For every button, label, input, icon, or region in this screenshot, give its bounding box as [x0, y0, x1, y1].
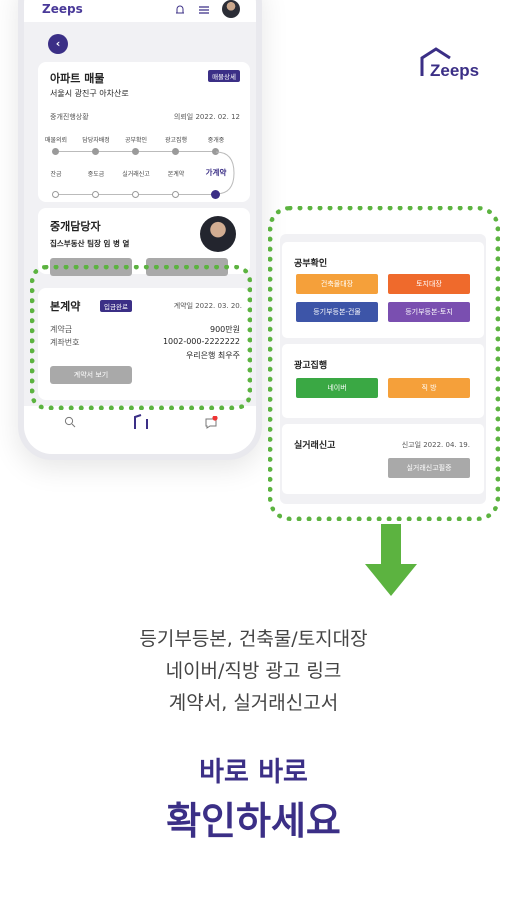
- step-label: 공부확인: [124, 137, 148, 144]
- step-dot: [172, 191, 179, 198]
- highlight-frame-panel: [268, 206, 500, 521]
- caption-line: 계약서, 실거래신고서: [168, 692, 339, 714]
- highlight-frame-phone: [30, 265, 252, 410]
- contract-title: 본계약: [50, 300, 81, 313]
- step-label: 실거래신고: [122, 171, 150, 178]
- report-card: 실거래신고 신고일 2022. 04. 19. 실거래신고필증: [282, 424, 484, 494]
- step-label: 중도금: [87, 171, 105, 178]
- building-register-button[interactable]: 건축물대장: [296, 274, 378, 294]
- ad-title: 광고집행: [294, 361, 328, 371]
- step-label: 매물의뢰: [44, 137, 68, 144]
- step-dot: [92, 191, 99, 198]
- agent-photo: [200, 216, 236, 252]
- agent-title: 중개담당자: [50, 220, 101, 233]
- report-certificate-button[interactable]: 실거래신고필증: [388, 458, 470, 478]
- step-dot: [52, 191, 59, 198]
- avatar[interactable]: [222, 0, 240, 18]
- home-icon[interactable]: [132, 414, 150, 430]
- step-dot: [92, 148, 99, 155]
- active-step-dot: [211, 190, 220, 199]
- contract-card: 본계약 입금완료 계약일 2022. 03. 20. 계약금 900만원 계좌번…: [38, 288, 250, 400]
- headline-main: 확인하세요: [166, 799, 341, 843]
- headline-top: 바로 바로: [199, 757, 308, 788]
- bottom-nav: [24, 406, 256, 454]
- doc-check-card: 공부확인 건축물대장 토지대장 등기부등본-건물 등기부등본-토지: [282, 242, 484, 338]
- chevron-left-icon: ‹: [55, 37, 61, 50]
- land-register-button[interactable]: 토지대장: [388, 274, 470, 294]
- deposit-value: 900만원: [210, 325, 240, 334]
- step-label: 중개중: [207, 137, 225, 144]
- bank-value: 우리은행 최우주: [185, 351, 240, 360]
- step-dot: [132, 148, 139, 155]
- zigbang-button[interactable]: 직 방: [388, 378, 470, 398]
- agent-name: 집스부동산 팀장 임 병 열: [50, 239, 130, 248]
- app-logo: Zeeps: [42, 2, 83, 16]
- registry-land-button[interactable]: 등기부등본-토지: [388, 302, 470, 322]
- registry-building-button[interactable]: 등기부등본-건물: [296, 302, 378, 322]
- phone-mockup: Zeeps ‹ 아파트 매물 매물상세 서울시 광진구 아차산로 중개진행상황 …: [18, 0, 262, 460]
- step-label: 잔금: [50, 171, 62, 178]
- property-card: 아파트 매물 매물상세 서울시 광진구 아차산로 중개진행상황 의뢰일 2022…: [38, 62, 250, 202]
- step-label: 담당자배정: [82, 137, 110, 144]
- property-title: 아파트 매물: [50, 72, 105, 85]
- zeeps-logo: Zeeps: [420, 47, 479, 80]
- step-dot: [172, 148, 179, 155]
- view-contract-button[interactable]: 계약서 보기: [50, 366, 132, 384]
- account-value: 1002-000-2222222: [162, 337, 240, 346]
- report-date: 신고일 2022. 04. 19.: [401, 441, 470, 449]
- contract-date: 계약일 2022. 03. 20.: [173, 302, 242, 310]
- doc-check-title: 공부확인: [294, 259, 328, 269]
- step-dot: [212, 148, 219, 155]
- ad-card: 광고집행 네이버 직 방: [282, 344, 484, 418]
- bell-icon[interactable]: [174, 4, 186, 16]
- menu-icon[interactable]: [198, 4, 210, 16]
- step-label: 광고집행: [164, 137, 188, 144]
- paid-badge: 입금완료: [100, 300, 132, 312]
- app-header: Zeeps: [24, 0, 256, 22]
- arrow-down-icon: [365, 524, 417, 596]
- report-title: 실거래신고: [294, 441, 336, 451]
- account-label: 계좌번호: [50, 338, 80, 347]
- back-button[interactable]: ‹: [48, 34, 68, 54]
- caption-line: 등기부등본, 건축물/토지대장: [139, 628, 368, 650]
- search-icon[interactable]: [64, 416, 76, 428]
- caption-line: 네이버/직방 광고 링크: [165, 660, 342, 682]
- logo-text: Zeeps: [430, 61, 479, 80]
- step-label: 본계약: [167, 171, 185, 178]
- property-address: 서울시 광진구 아차산로: [50, 89, 129, 98]
- progress-curve: [215, 151, 235, 195]
- document-panel: 공부확인 건축물대장 토지대장 등기부등본-건물 등기부등본-토지 광고집행 네…: [280, 234, 486, 504]
- request-date: 의뢰일 2022. 02. 12: [173, 113, 240, 121]
- agent-card: 중개담당자 집스부동산 팀장 임 병 열: [38, 208, 250, 276]
- deposit-label: 계약금: [50, 325, 73, 334]
- naver-button[interactable]: 네이버: [296, 378, 378, 398]
- step-dot: [52, 148, 59, 155]
- chat-icon[interactable]: [204, 416, 218, 430]
- active-step-label: 가계약: [205, 168, 227, 177]
- step-dot: [132, 191, 139, 198]
- status-label: 중개진행상황: [50, 113, 89, 121]
- detail-badge[interactable]: 매물상세: [208, 70, 240, 82]
